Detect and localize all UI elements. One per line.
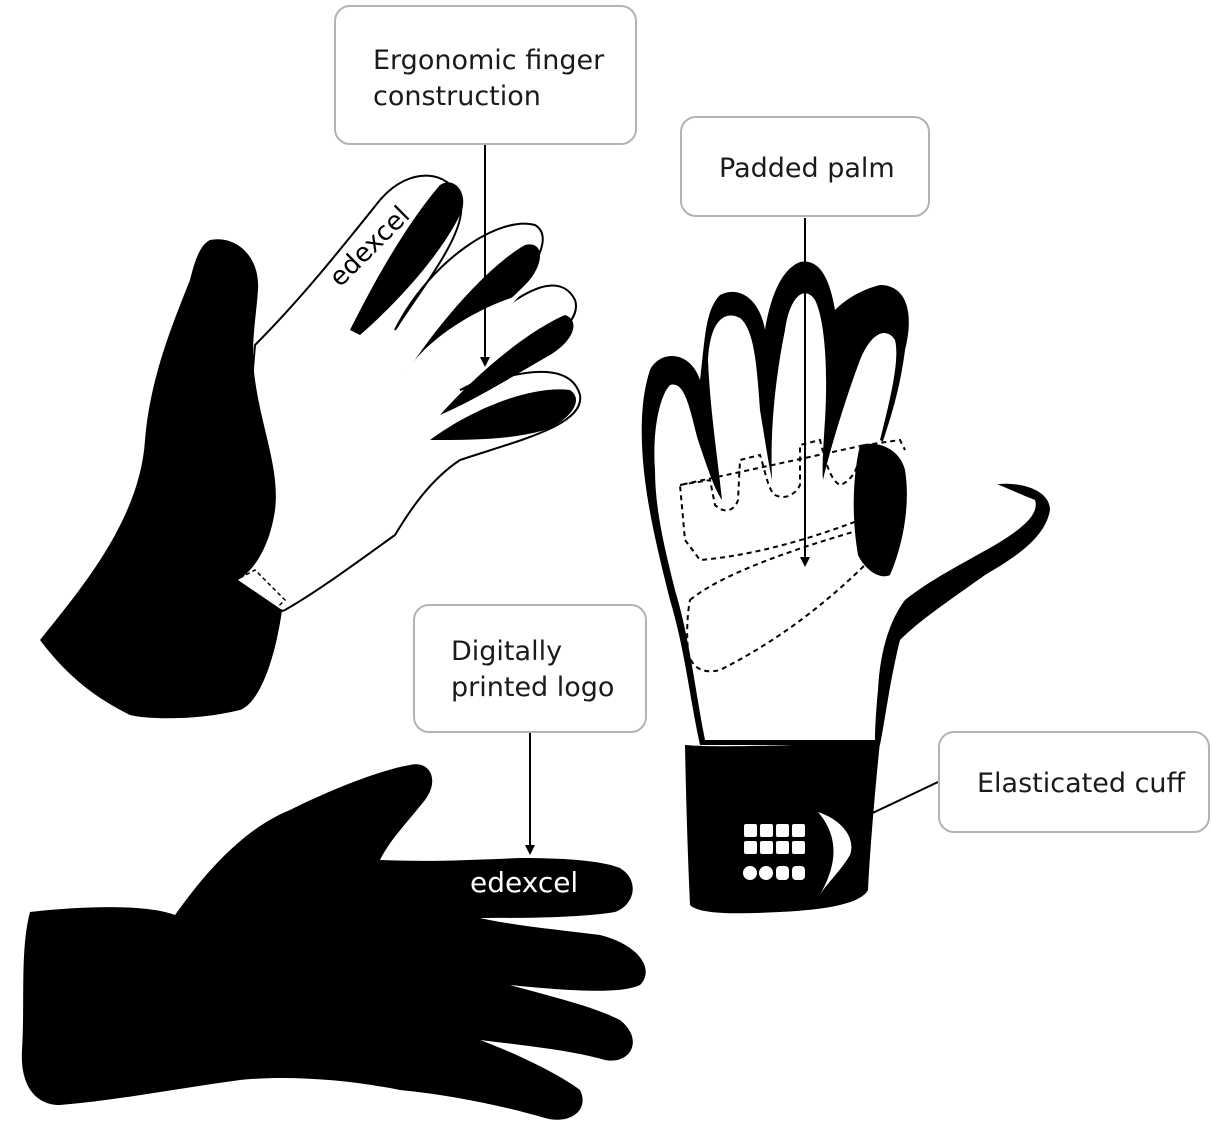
- back-glove-body: [22, 764, 646, 1120]
- callout-finger-line2: construction: [373, 79, 635, 115]
- callout-padded-palm: Padded palm: [680, 116, 930, 217]
- callout-palm-label: Padded palm: [719, 151, 928, 187]
- callout-cuff-label: Elasticated cuff: [977, 766, 1208, 802]
- back-glove-logo: edexcel: [470, 866, 578, 899]
- callout-digitally-printed-logo: Digitally printed logo: [413, 604, 647, 733]
- back-view-glove: edexcel: [22, 764, 646, 1120]
- callout-logo-line2: printed logo: [451, 670, 645, 706]
- side-glove-thumb: [40, 239, 282, 718]
- callout-elasticated-cuff: Elasticated cuff: [938, 731, 1210, 833]
- callout-finger-line1: Ergonomic finger: [373, 43, 635, 79]
- callout-logo-line1: Digitally: [451, 634, 645, 670]
- callout-ergonomic-finger: Ergonomic finger construction: [334, 5, 637, 145]
